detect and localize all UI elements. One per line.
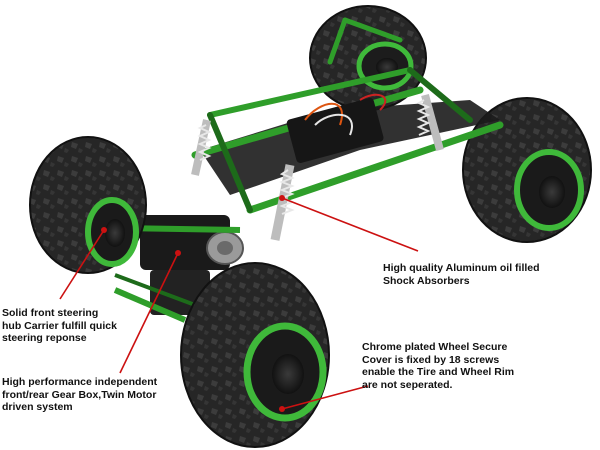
steering-hub-callout: Solid front steering hub Carrier fulfill… [2, 307, 117, 344]
wheel-cover-callout: Chrome plated Wheel Secure Cover is fixe… [362, 341, 515, 391]
front-left-wheel [29, 136, 147, 274]
gearbox-leader [119, 252, 179, 374]
wheel-leader-dot [279, 406, 285, 412]
shock-leader [281, 197, 419, 252]
wheel-leader [281, 385, 369, 410]
steering-leader [59, 229, 105, 300]
shock-absorber-callout: High quality Aluminum oil filled Shock A… [383, 262, 540, 287]
leader-lines [59, 195, 419, 412]
gearbox-callout: High performance independent front/rear … [2, 376, 158, 413]
rear-left-wheel [462, 97, 592, 243]
steering-leader-dot [101, 227, 107, 233]
front-shock [191, 119, 295, 241]
shock-leader-dot [279, 195, 285, 201]
rear-shock [416, 93, 444, 152]
shock-absorbers [191, 93, 444, 241]
wiring [304, 93, 387, 136]
front-right-wheel [180, 262, 330, 448]
gearbox-leader-dot [175, 250, 181, 256]
